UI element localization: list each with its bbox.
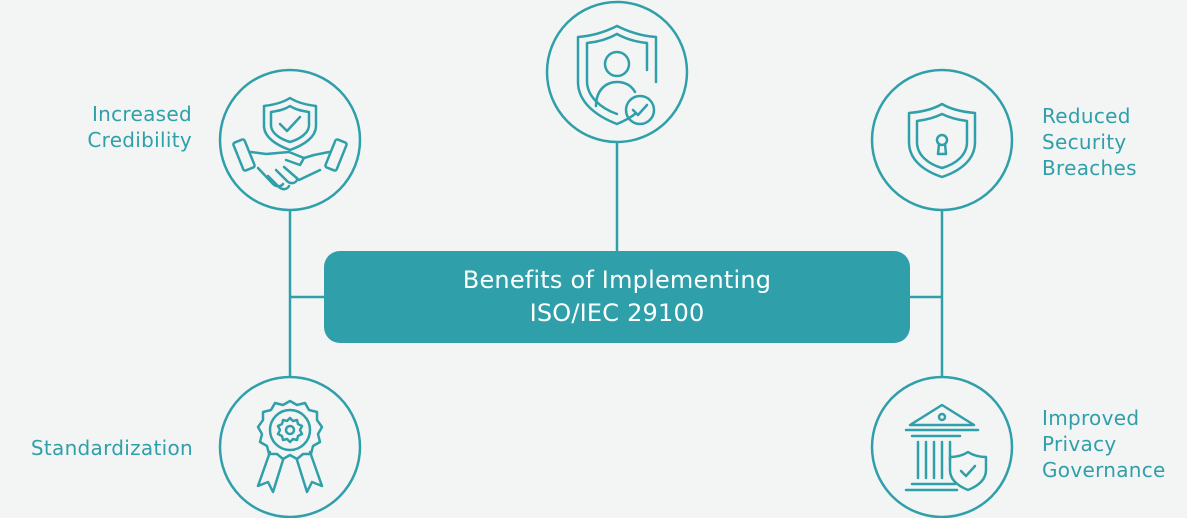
benefit-node-security <box>870 68 1014 212</box>
label-improved-privacy-governance: Improved Privacy Governance <box>1042 406 1166 482</box>
user-shield-check-icon <box>576 24 658 126</box>
shield-lock-icon <box>907 102 977 179</box>
label-increased-credibility: Increased Credibility <box>87 102 192 152</box>
title-box: Benefits of Implementing ISO/IEC 29100 <box>324 251 910 343</box>
benefit-node-top <box>545 0 689 144</box>
label-standardization: Standardization <box>30 436 193 460</box>
gear-award-badge-icon <box>256 399 324 494</box>
handshake-shield-icon <box>232 96 348 191</box>
benefit-node-credibility <box>218 68 362 212</box>
benefit-node-standardization <box>218 375 362 518</box>
label-reduced-security-breaches: Reduced Security Breaches <box>1042 104 1137 180</box>
connectors <box>288 142 944 384</box>
bank-shield-check-icon <box>904 403 988 492</box>
benefit-node-governance <box>870 375 1014 518</box>
diagram-title: Benefits of Implementing ISO/IEC 29100 <box>462 266 772 327</box>
